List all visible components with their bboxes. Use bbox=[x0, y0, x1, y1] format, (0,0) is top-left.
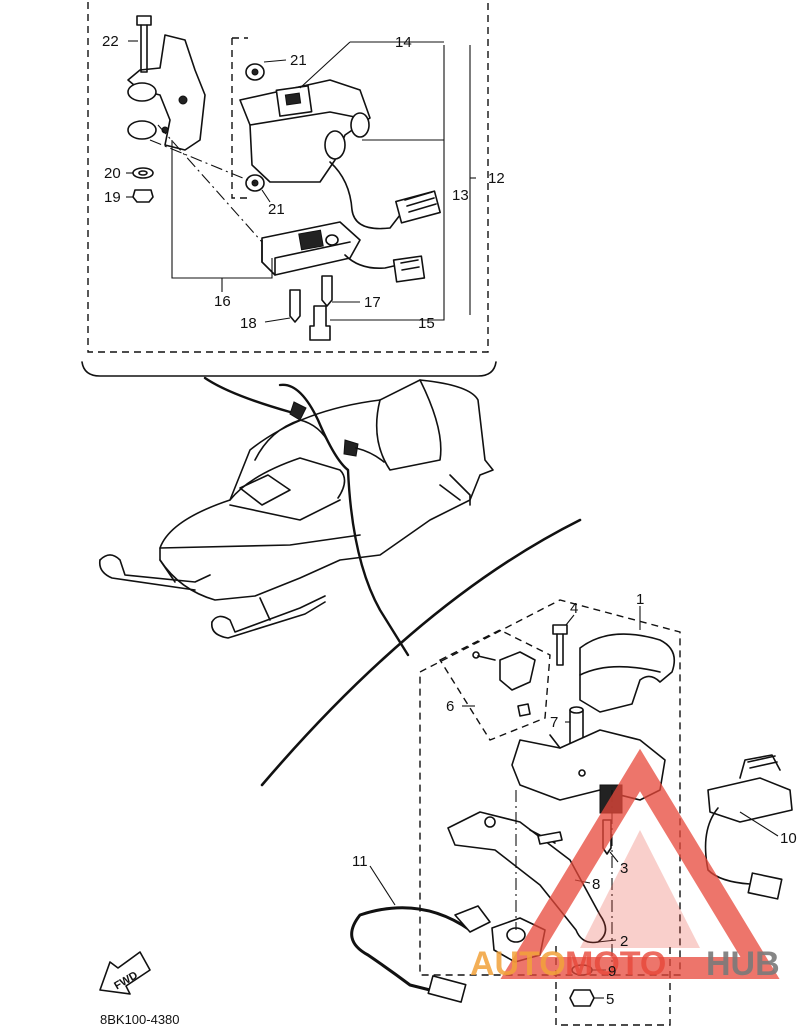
cover-1 bbox=[579, 633, 676, 713]
locator-line-inset bbox=[203, 376, 292, 414]
leader-bracket-15 bbox=[330, 246, 445, 321]
assembly-line-b bbox=[149, 139, 256, 184]
locator-marker-a bbox=[289, 401, 307, 421]
leader-21-bottom bbox=[261, 189, 271, 203]
callout-10: 10 bbox=[780, 830, 797, 847]
callout-9: 9 bbox=[608, 963, 616, 980]
connector-14 bbox=[395, 190, 441, 224]
assembly-line-a bbox=[157, 124, 263, 243]
callout-3: 3 bbox=[620, 860, 628, 877]
regulator-unit-15 bbox=[261, 221, 361, 276]
callout-2: 2 bbox=[620, 933, 628, 950]
inset-frame bbox=[87, 2, 489, 353]
leader-3 bbox=[609, 851, 619, 863]
inset-callout-tab bbox=[81, 361, 497, 377]
callout-1: 1 bbox=[636, 591, 644, 608]
washer-20 bbox=[132, 167, 154, 179]
ski-left bbox=[98, 554, 211, 591]
group-6-frame bbox=[438, 629, 551, 741]
locator-line-cable bbox=[278, 383, 410, 657]
leader-2 bbox=[597, 939, 617, 943]
callout-5: 5 bbox=[606, 991, 614, 1008]
leader-10 bbox=[739, 811, 779, 837]
callout-8: 8 bbox=[592, 876, 600, 893]
mounting-bracket bbox=[127, 34, 206, 151]
callout-13: 13 bbox=[452, 187, 469, 204]
connector-15 bbox=[392, 255, 426, 283]
leader-21-top bbox=[263, 59, 287, 63]
wire-harness-14 bbox=[329, 161, 401, 230]
nut-19 bbox=[132, 189, 154, 203]
lower-group-frame bbox=[555, 946, 671, 1026]
callout-14: 14 bbox=[395, 34, 412, 51]
leader-18 bbox=[264, 317, 291, 323]
snowmobile-body bbox=[159, 379, 494, 601]
callout-7: 7 bbox=[550, 714, 558, 731]
bolt-22 bbox=[136, 15, 152, 73]
callout-15: 15 bbox=[418, 315, 435, 332]
section-divider bbox=[260, 518, 582, 787]
switch-6 bbox=[472, 651, 536, 717]
callout-21-top: 21 bbox=[290, 52, 307, 69]
screw-15 bbox=[309, 305, 331, 341]
callout-6: 6 bbox=[446, 698, 454, 715]
callout-21-bottom: 21 bbox=[268, 201, 285, 218]
leader-bracket-13 bbox=[362, 45, 445, 246]
callout-17: 17 bbox=[364, 294, 381, 311]
fwd-arrow-icon bbox=[99, 951, 151, 995]
bolt-4 bbox=[552, 624, 568, 666]
drawing-number: 8BK100-4380 bbox=[100, 1012, 180, 1027]
callout-18: 18 bbox=[240, 315, 257, 332]
grommet-21-top bbox=[245, 63, 265, 81]
leader-4 bbox=[565, 614, 575, 626]
screw-17 bbox=[321, 275, 333, 307]
callout-19: 19 bbox=[104, 189, 121, 206]
callout-11: 11 bbox=[352, 853, 368, 870]
screw-18 bbox=[289, 289, 301, 323]
leader-11 bbox=[369, 865, 396, 906]
callout-4: 4 bbox=[570, 600, 578, 617]
watermark-triangle bbox=[500, 748, 780, 979]
watermark-text-hub: HUB bbox=[706, 945, 780, 983]
wire-15 bbox=[344, 254, 399, 270]
switch-10 bbox=[704, 754, 793, 900]
nut-5 bbox=[569, 989, 595, 1007]
locator-marker-b bbox=[343, 439, 385, 463]
callout-20: 20 bbox=[104, 165, 121, 182]
callout-22: 22 bbox=[102, 33, 119, 50]
ignition-unit-14 bbox=[239, 79, 371, 183]
leader-bracket-14 bbox=[299, 41, 444, 89]
watermark-text-auto: AUTO bbox=[470, 945, 566, 983]
callout-16: 16 bbox=[214, 293, 231, 310]
callout-12: 12 bbox=[488, 170, 505, 187]
watermark-logo bbox=[500, 748, 780, 979]
ski-right bbox=[211, 595, 326, 639]
watermark-text-moto: MOTO bbox=[565, 945, 666, 983]
cable-11 bbox=[350, 905, 491, 1003]
grommet-group-outline bbox=[231, 37, 248, 199]
